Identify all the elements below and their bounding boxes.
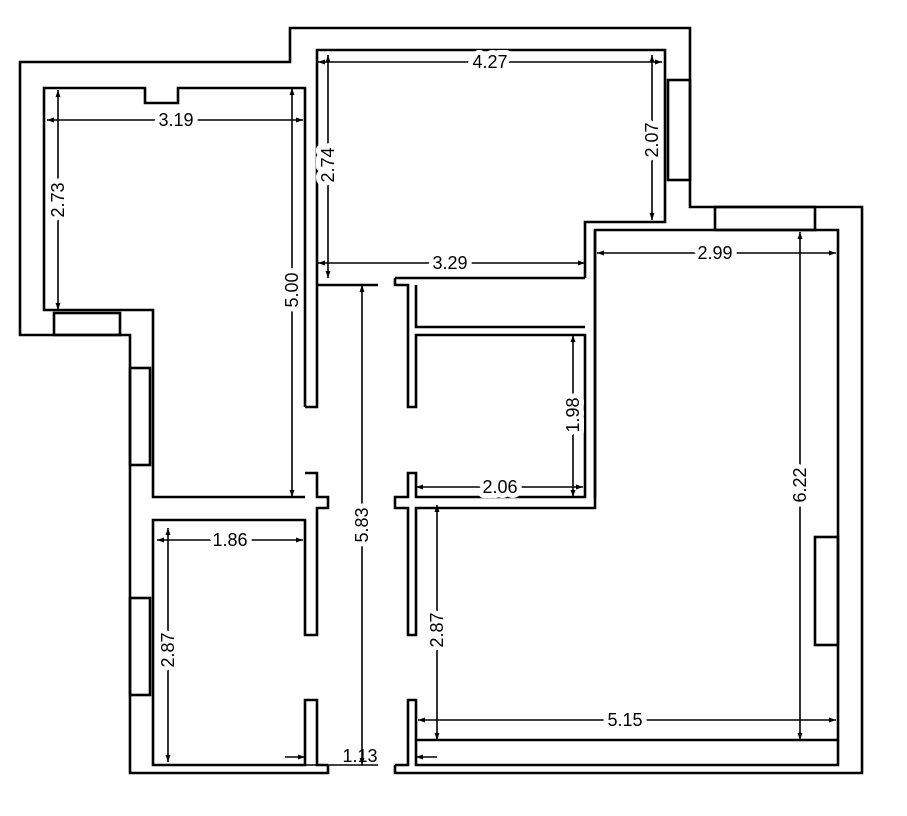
dimension-label-small-room-width: 1.86 bbox=[212, 530, 247, 550]
left-room-lower-wall bbox=[151, 471, 330, 767]
corridor-right-wall bbox=[330, 228, 840, 767]
dimension-label-small-room-height: 2.87 bbox=[158, 632, 178, 667]
dimension-label-lower-right-height: 2.87 bbox=[427, 612, 447, 647]
window bbox=[813, 535, 840, 647]
window bbox=[52, 311, 122, 337]
window bbox=[666, 78, 692, 182]
storage-wall bbox=[414, 230, 840, 767]
dimension-label-left-room-full-height: 5.00 bbox=[282, 272, 302, 307]
walls bbox=[18, 26, 864, 775]
dimension-label-top-room-right-height: 2.07 bbox=[642, 122, 662, 157]
dimension-label-top-room-left-height: 2.74 bbox=[318, 147, 338, 182]
dimension-label-lower-right-width: 5.15 bbox=[607, 710, 642, 730]
dimension-label-door-width: 1.13 bbox=[342, 746, 377, 766]
dimension-lines: 4.27 2.07 3.19 2.73 2.74 5.00 3.29 2.99 6.22 1.98… bbox=[43, 47, 836, 766]
window bbox=[128, 596, 152, 697]
outer-wall bbox=[18, 26, 864, 775]
left-room-wall bbox=[42, 86, 307, 499]
dimension-label-top-room-bottom-width: 3.29 bbox=[432, 253, 467, 273]
dimension-label-corridor-length: 5.83 bbox=[352, 507, 372, 542]
window bbox=[128, 366, 152, 467]
dimension-label-big-room-height: 6.22 bbox=[790, 467, 810, 502]
dimension-label-top-room-width: 4.27 bbox=[472, 52, 507, 72]
dimension-label-left-room-height: 2.73 bbox=[48, 182, 68, 217]
corridor-left-wall bbox=[305, 48, 667, 409]
dimension-label-storage-height: 1.98 bbox=[563, 397, 583, 432]
dimension-label-left-room-width: 3.19 bbox=[158, 110, 193, 130]
dimension-label-big-room-width: 2.99 bbox=[697, 243, 732, 263]
dimension-label-storage-width: 2.06 bbox=[482, 477, 517, 497]
window bbox=[713, 205, 817, 232]
